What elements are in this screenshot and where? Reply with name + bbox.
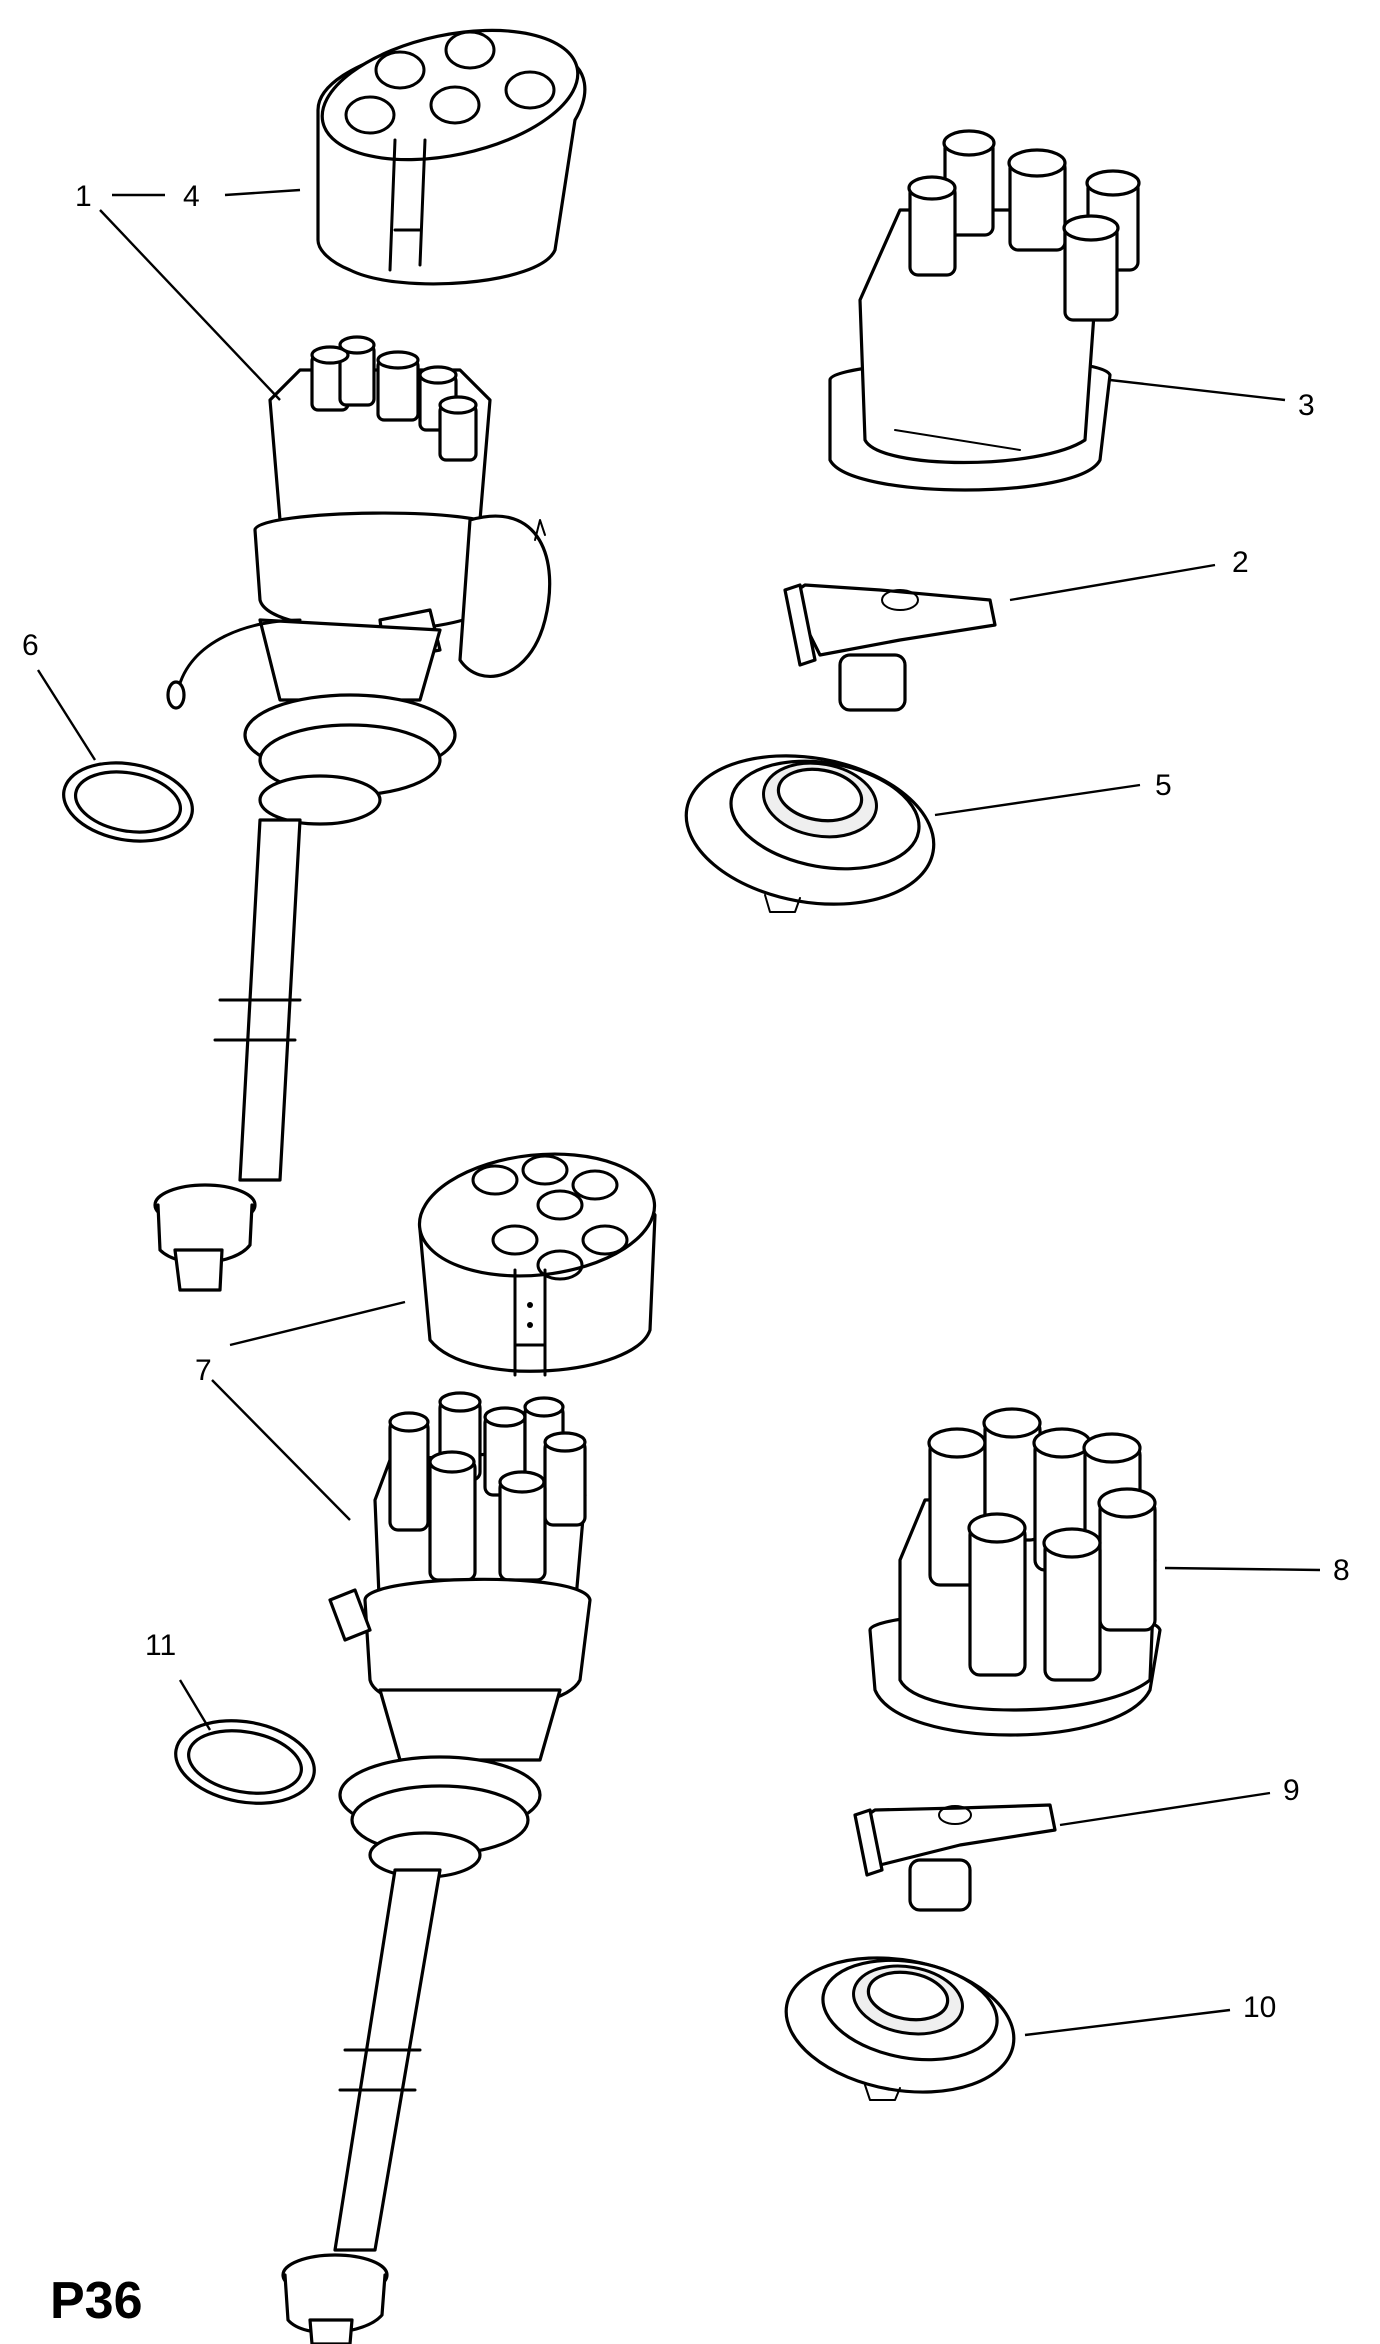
part-4-distributor-cap-cover <box>316 28 587 286</box>
callout-4: 4 <box>183 180 200 213</box>
callout-9: 9 <box>1283 1774 1300 1807</box>
page-code: P36 <box>50 2272 143 2330</box>
callout-6: 6 <box>22 629 39 662</box>
callout-3: 3 <box>1298 389 1315 422</box>
part-2-rotor-arm <box>783 583 997 712</box>
callout-8: 8 <box>1333 1554 1350 1587</box>
part-8-distributor-cap <box>868 1407 1162 1737</box>
part-7-distributor-cap-cover <box>417 1152 657 1377</box>
part-1-distributor-assembly <box>153 335 552 1292</box>
part-5-seal-shield <box>684 754 936 913</box>
callout-5: 5 <box>1155 769 1172 802</box>
part-3-distributor-cap <box>828 129 1141 492</box>
callout-10: 10 <box>1243 1991 1276 2024</box>
part-9-rotor-arm <box>853 1803 1057 1912</box>
part-6-o-ring <box>62 761 194 843</box>
callout-11: 11 <box>145 1629 176 1662</box>
part-7-distributor-assembly <box>281 1391 592 2344</box>
part-11-o-ring <box>174 1719 316 1805</box>
callout-1: 1 <box>75 180 92 213</box>
leader-lines <box>36 188 1321 2037</box>
callout-labels: 1 4 3 2 6 5 7 8 11 9 10 <box>22 180 1350 2024</box>
callout-7: 7 <box>195 1354 212 1387</box>
callout-2: 2 <box>1232 546 1249 579</box>
part-10-seal-shield <box>784 1956 1016 2101</box>
